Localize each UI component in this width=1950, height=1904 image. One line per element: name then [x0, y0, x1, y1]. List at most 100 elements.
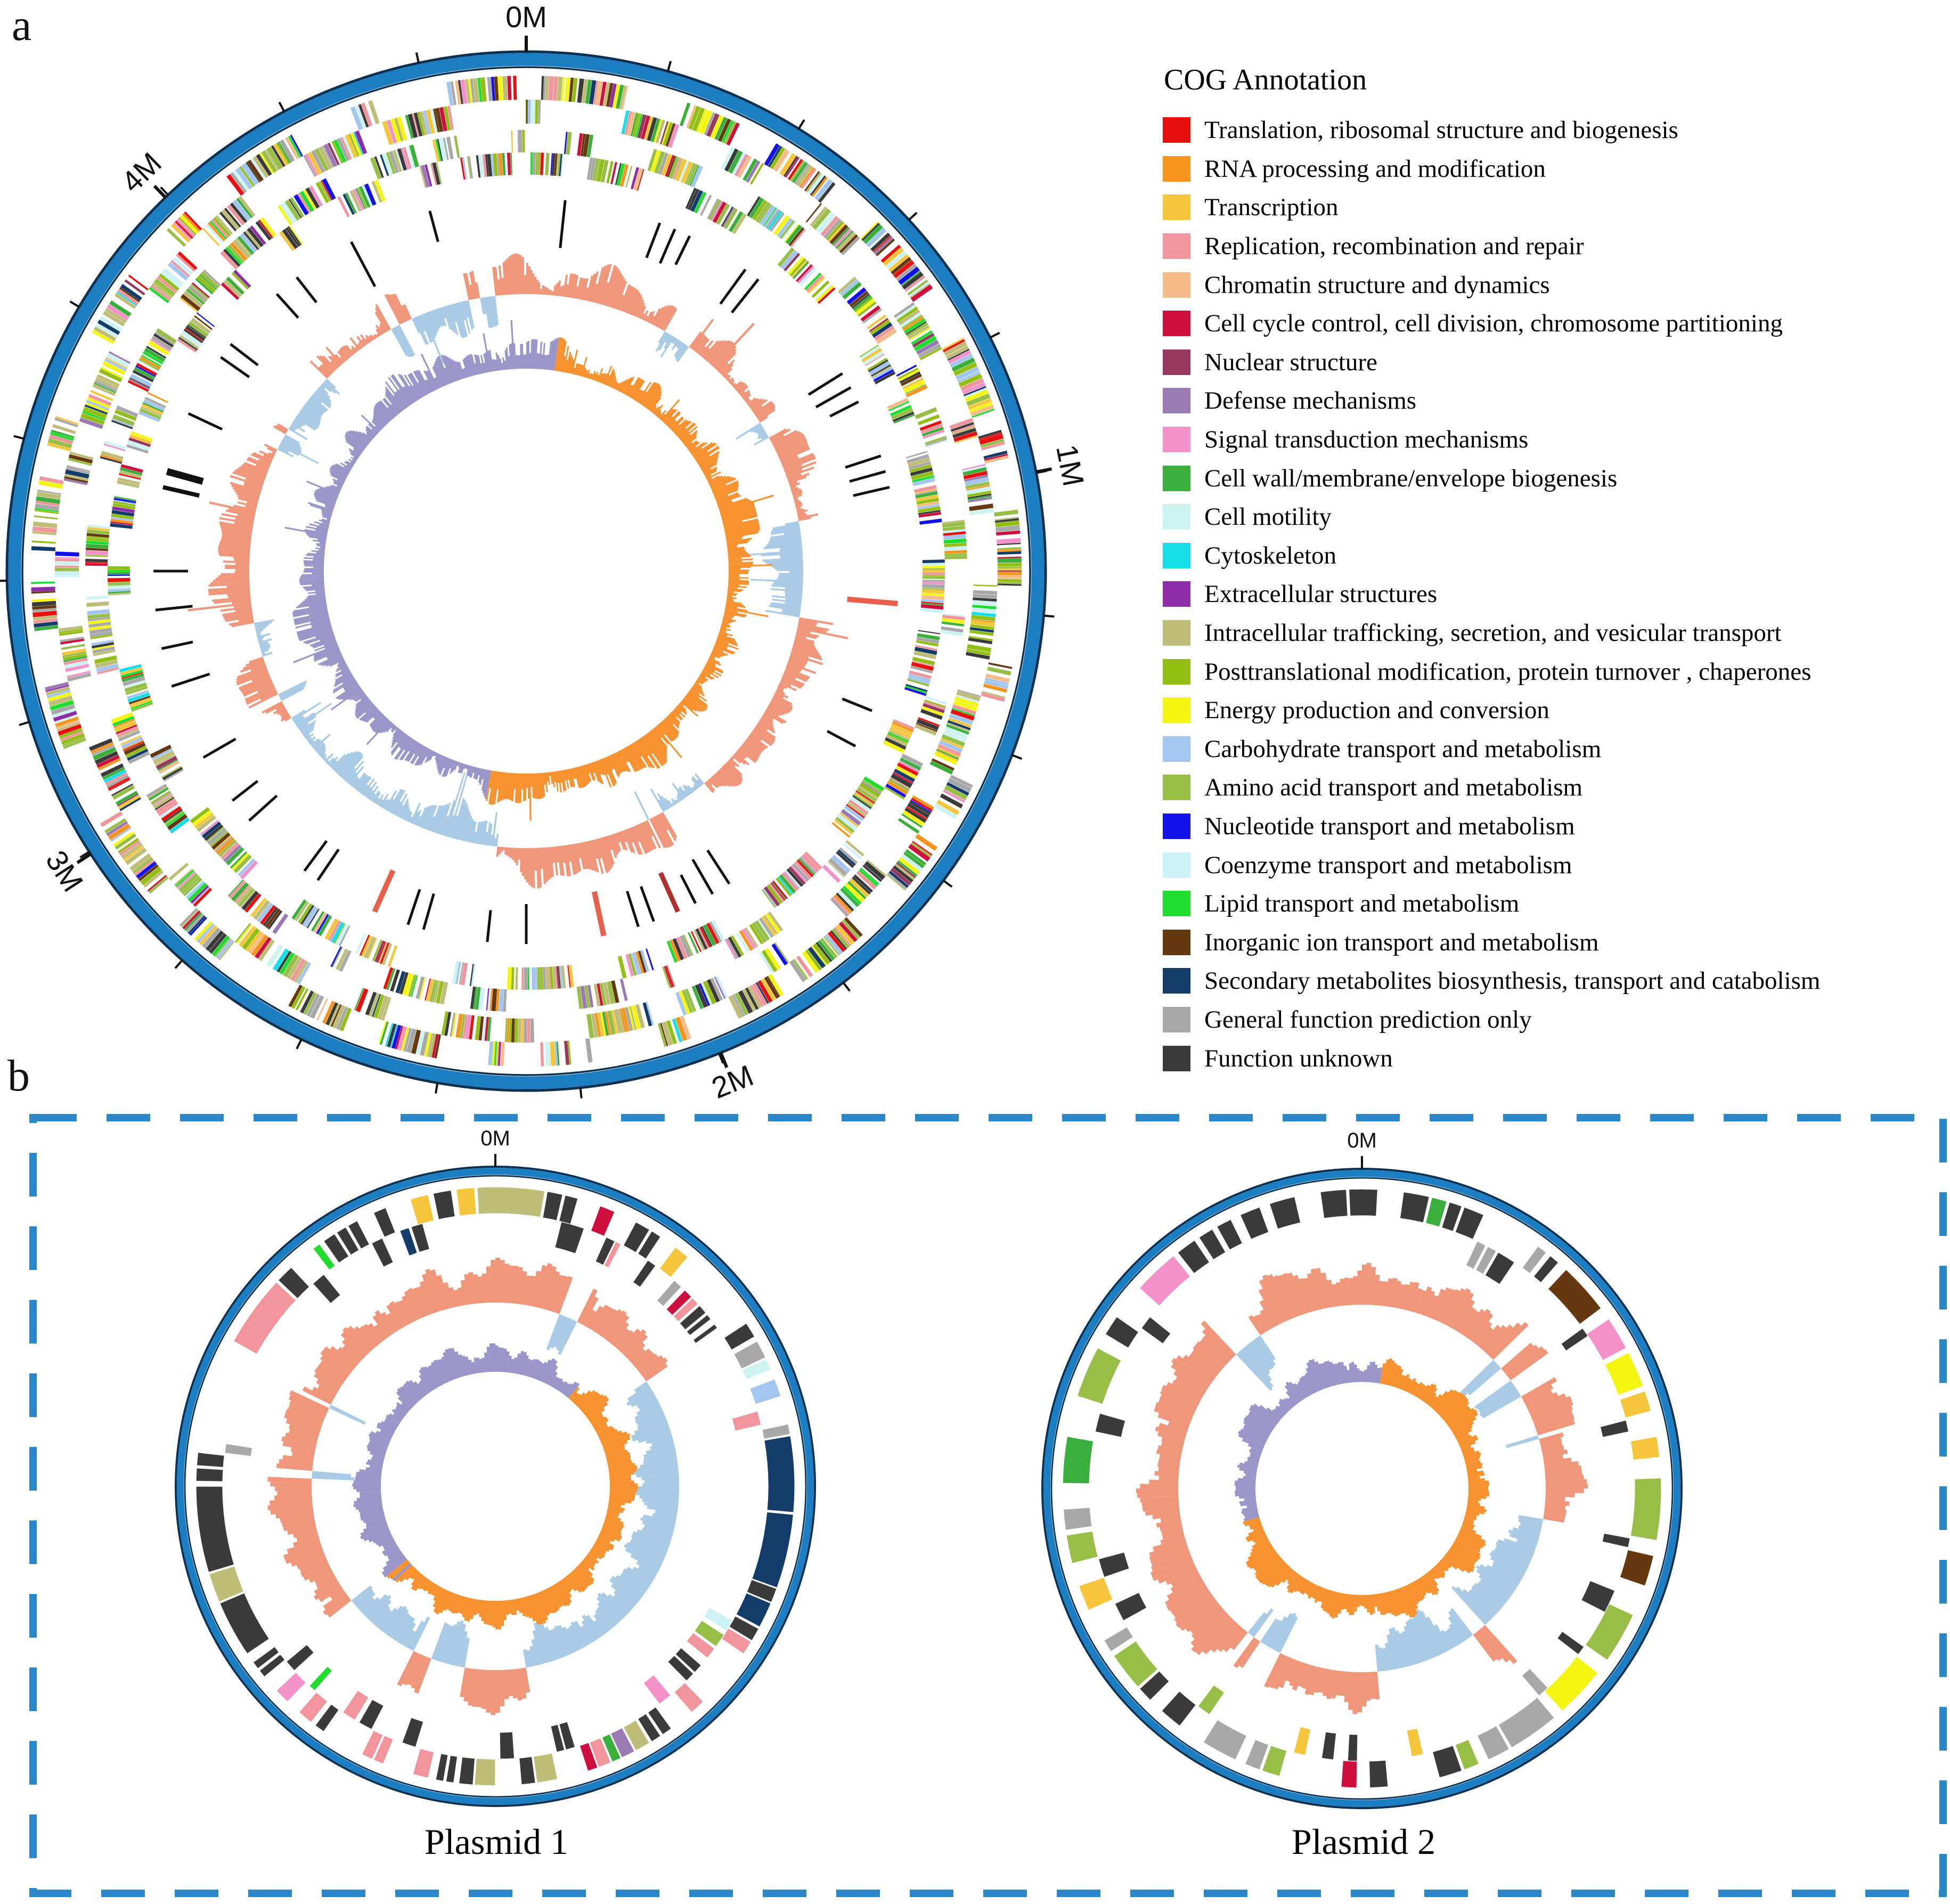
plasmid-gene-blocks — [410, 1187, 689, 1278]
plasmid-gene-blocks — [1078, 1390, 1660, 1757]
legend-label: Secondary metabolites biosynthesis, tran… — [1204, 967, 1821, 995]
rna-tick — [826, 730, 856, 747]
gc-skew-positive — [352, 1343, 580, 1582]
legend-swatch-nucleotide — [1163, 813, 1190, 839]
plasmid-gene-blocks — [741, 1358, 772, 1380]
legend-item: Posttranslational modification, protein … — [1163, 652, 1946, 691]
rna-tick — [231, 780, 259, 802]
scale-minor-tick — [1011, 754, 1023, 760]
plasmid-gene-blocks — [233, 1241, 762, 1779]
genome-backbone-inner-outline — [21, 66, 1031, 1076]
scale-minor-tick — [415, 52, 420, 63]
rna-tick — [202, 737, 236, 759]
legend-item: Signal transduction mechanisms — [1163, 420, 1946, 459]
rna-tick — [486, 910, 492, 942]
legend-label: Intracellular trafficking, secretion, an… — [1204, 619, 1782, 647]
legend-item: Cell motility — [1163, 498, 1946, 536]
panel-a-label: a — [12, 1, 32, 50]
plasmid-gene-blocks — [276, 1672, 671, 1705]
rna-tick — [161, 640, 193, 650]
legend-swatch-cytoskeleton — [1163, 542, 1190, 568]
legend-title: COG Annotation — [1164, 63, 1367, 96]
scale-minor-tick — [842, 982, 851, 992]
rna-tick — [155, 605, 193, 612]
rna-tick — [691, 859, 714, 895]
plasmid-gene-blocks — [579, 1205, 692, 1772]
genome-backbone-ring — [1043, 1170, 1680, 1807]
rna-tick-red — [847, 596, 898, 606]
plasmid-gene-blocks — [224, 1280, 791, 1457]
plasmid-2-plot: 0M — [1041, 1129, 1683, 1809]
scale-minor-tick — [160, 186, 169, 196]
rna-tick — [316, 848, 340, 881]
scale-minor-tick — [278, 101, 285, 112]
legend-item: Cell wall/membrane/envelope biogenesis — [1163, 459, 1946, 498]
rna-tick — [406, 889, 421, 925]
panel-b-dashed-border — [29, 1114, 1947, 1897]
plasmid-gene-blocks — [1544, 1352, 1644, 1712]
legend-swatch-trafficking — [1163, 620, 1190, 646]
legend-swatch-energy — [1163, 697, 1190, 723]
plasmid-gene-blocks — [399, 1227, 795, 1628]
scale-major-tick — [153, 184, 167, 199]
legend-swatch-nuclear — [1163, 349, 1190, 375]
scale-minor-tick — [19, 721, 30, 726]
legend-item: Coenzyme transport and metabolism — [1163, 845, 1946, 884]
legend-label: Function unknown — [1204, 1044, 1393, 1072]
rna-tick — [842, 697, 872, 712]
scale-minor-tick — [174, 959, 183, 969]
legend-item: Lipid transport and metabolism — [1163, 884, 1946, 923]
scale-minor-tick — [1036, 469, 1047, 474]
rna-tick — [350, 241, 377, 287]
plasmid-gene-blocks — [195, 1190, 777, 1786]
legend-label: Amino acid transport and metabolism — [1204, 774, 1583, 802]
gene-bars — [159, 149, 967, 1011]
legend-swatch-transcription — [1163, 194, 1190, 221]
legend-item: Defense mechanisms — [1163, 381, 1946, 420]
gc-content-positive — [1136, 1263, 1588, 1714]
legend-label: Signal transduction mechanisms — [1204, 426, 1529, 454]
legend-item: Cytoskeleton — [1163, 536, 1946, 575]
plasmid-origin-label: 0M — [480, 1127, 510, 1150]
rna-tick-red — [591, 891, 607, 937]
legend-label: Cytoskeleton — [1204, 541, 1337, 569]
genome-backbone-ring — [177, 1168, 814, 1805]
gc-content-negative — [1236, 1335, 1544, 1672]
gc-skew-negative — [387, 1387, 639, 1630]
legend-item: Amino acid transport and metabolism — [1163, 768, 1946, 807]
plasmid-gene-blocks — [308, 1243, 336, 1691]
legend-item: Cell cycle control, cell division, chrom… — [1163, 304, 1946, 343]
rna-tick — [853, 486, 890, 497]
legend-label: Transcription — [1204, 193, 1339, 222]
rna-tick — [645, 222, 662, 258]
rna-tick — [680, 874, 697, 904]
legend-item: RNA processing and modification — [1163, 150, 1946, 189]
legend-swatch-extracellular — [1163, 581, 1190, 607]
rna-tick — [674, 235, 691, 265]
rna-tick — [220, 356, 250, 378]
plasmid-gene-blocks — [1341, 1760, 1358, 1788]
rna-tick — [422, 893, 435, 930]
rna-tick — [706, 849, 731, 885]
gc-content-negative — [254, 296, 804, 847]
scale-minor-tick — [69, 300, 80, 308]
legend-swatch-amino — [1163, 775, 1190, 801]
rna-tick — [731, 278, 760, 314]
legend-swatch-motility — [1163, 504, 1190, 530]
rna-tick — [428, 210, 439, 242]
cog-legend: COG Annotation Translation, ribosomal st… — [1163, 63, 1946, 1078]
legend-label: Coenzyme transport and metabolism — [1204, 851, 1572, 879]
legend-swatch-carbohydrate — [1163, 736, 1190, 762]
scale-minor-tick — [79, 851, 90, 859]
rna-tick — [815, 386, 852, 409]
legend-label: Extracellular structures — [1204, 580, 1438, 608]
plasmid-gene-blocks — [610, 1727, 635, 1759]
legend-item: Nucleotide transport and metabolism — [1163, 807, 1946, 846]
plasmid-gene-blocks — [749, 1378, 781, 1405]
legend-label: Carbohydrate transport and metabolism — [1204, 735, 1602, 763]
gc-skew-positive — [284, 320, 559, 799]
scale-label: 2M — [707, 1058, 758, 1105]
gc-skew-positive — [1234, 1358, 1383, 1521]
scale-label: 0M — [505, 0, 547, 34]
